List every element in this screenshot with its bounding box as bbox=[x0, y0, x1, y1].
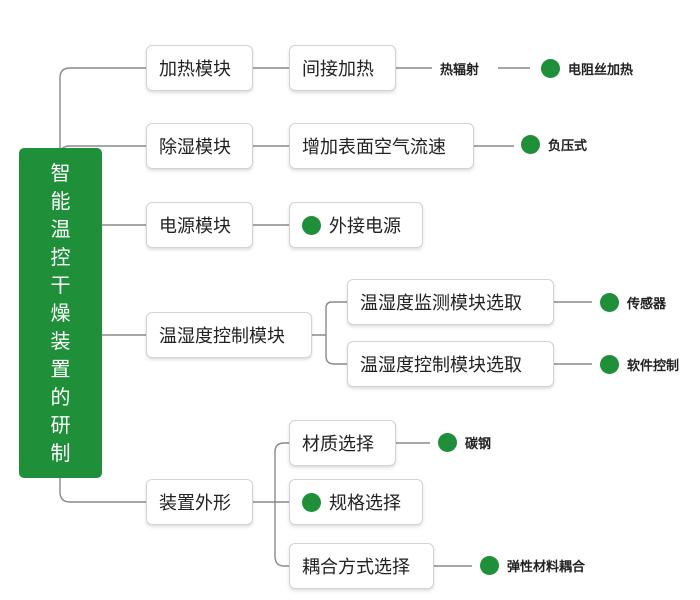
node-dehumidify-module[interactable]: 除湿模块 bbox=[146, 123, 253, 169]
leaf-label: 负压式 bbox=[548, 138, 588, 154]
green-dot-icon bbox=[600, 292, 619, 312]
node-monitoring-selection[interactable]: 温湿度监测模块选取 bbox=[347, 279, 554, 325]
leaf-label: 热辐射 bbox=[440, 62, 480, 78]
node-spec-selection[interactable]: 规格选择 bbox=[289, 479, 423, 525]
leaf-software-control[interactable]: 软件控制 bbox=[600, 354, 679, 374]
node-material-selection[interactable]: 材质选择 bbox=[289, 420, 396, 466]
connector-root-shape bbox=[59, 478, 146, 503]
node-label: 加热模块 bbox=[159, 59, 231, 80]
root-char: 的 bbox=[50, 385, 71, 409]
node-label: 电源模块 bbox=[159, 216, 231, 237]
node-control-selection[interactable]: 温湿度控制模块选取 bbox=[347, 341, 554, 387]
green-dot-icon bbox=[541, 58, 560, 78]
root-char: 温 bbox=[50, 217, 71, 241]
root-char: 装 bbox=[50, 329, 71, 353]
node-label: 温湿度监测模块选取 bbox=[360, 293, 522, 314]
leaf-label: 传感器 bbox=[627, 296, 667, 312]
leaf-elastic-coupling[interactable]: 弹性材料耦合 bbox=[480, 555, 585, 575]
leaf-label: 弹性材料耦合 bbox=[507, 559, 586, 575]
leaf-heat-radiation[interactable]: 热辐射 bbox=[440, 59, 480, 78]
root-char: 能 bbox=[50, 189, 71, 213]
node-increase-airflow[interactable]: 增加表面空气流速 bbox=[289, 123, 474, 169]
node-label: 耦合方式选择 bbox=[302, 557, 410, 578]
green-dot-icon bbox=[438, 432, 457, 452]
node-label: 温湿度控制模块 bbox=[159, 326, 285, 347]
leaf-label: 软件控制 bbox=[627, 358, 680, 374]
node-label: 间接加热 bbox=[302, 59, 374, 80]
node-power-module[interactable]: 电源模块 bbox=[146, 202, 253, 248]
node-label: 增加表面空气流速 bbox=[302, 137, 446, 158]
leaf-label: 电阻丝加热 bbox=[568, 62, 634, 78]
root-char: 智 bbox=[50, 161, 71, 185]
leaf-sensor[interactable]: 传感器 bbox=[600, 292, 666, 312]
root-node[interactable]: 智 能 温 控 干 燥 装 置 的 研 制 bbox=[19, 148, 102, 478]
node-indirect-heating[interactable]: 间接加热 bbox=[289, 45, 396, 91]
green-dot-icon bbox=[480, 555, 499, 575]
node-label: 外接电源 bbox=[329, 216, 401, 237]
node-heating-module[interactable]: 加热模块 bbox=[146, 45, 253, 91]
node-label: 除湿模块 bbox=[159, 137, 231, 158]
green-dot-icon bbox=[600, 354, 619, 374]
root-char: 置 bbox=[50, 357, 71, 381]
node-external-power[interactable]: 外接电源 bbox=[289, 202, 423, 248]
leaf-negative-pressure[interactable]: 负压式 bbox=[521, 134, 587, 154]
connector-shape-branch bbox=[253, 442, 289, 567]
node-device-shape[interactable]: 装置外形 bbox=[146, 479, 253, 525]
root-char: 研 bbox=[50, 413, 71, 437]
root-char: 燥 bbox=[50, 301, 71, 325]
leaf-label: 碳钢 bbox=[465, 436, 492, 452]
node-coupling-selection[interactable]: 耦合方式选择 bbox=[289, 543, 434, 589]
root-char: 控 bbox=[50, 245, 71, 269]
leaf-resistance-wire-heating[interactable]: 电阻丝加热 bbox=[541, 58, 633, 78]
green-dot-icon bbox=[302, 492, 321, 512]
root-char: 制 bbox=[50, 441, 71, 465]
node-label: 材质选择 bbox=[302, 434, 374, 455]
node-label: 规格选择 bbox=[329, 493, 401, 514]
green-dot-icon bbox=[521, 134, 540, 154]
leaf-carbon-steel[interactable]: 碳钢 bbox=[438, 432, 491, 452]
connector-control-branch bbox=[312, 301, 347, 365]
green-dot-icon bbox=[302, 215, 321, 235]
node-temp-humidity-control-module[interactable]: 温湿度控制模块 bbox=[146, 312, 312, 358]
node-label: 温湿度控制模块选取 bbox=[360, 355, 522, 376]
connector-root-trunk bbox=[59, 67, 146, 148]
node-label: 装置外形 bbox=[159, 493, 231, 514]
root-char: 干 bbox=[50, 273, 71, 297]
